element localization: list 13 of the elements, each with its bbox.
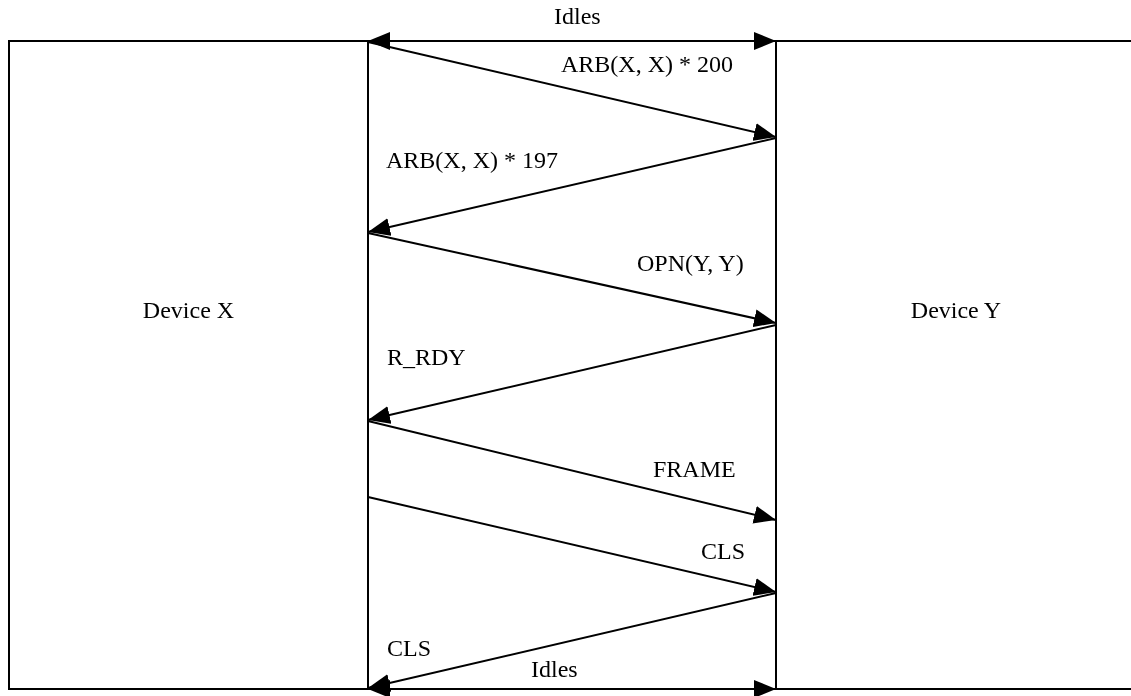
arrow xyxy=(367,41,777,141)
arrow xyxy=(367,496,777,596)
arrow xyxy=(367,232,777,328)
arrow xyxy=(367,592,777,692)
arrow xyxy=(367,32,777,50)
device-box xyxy=(8,40,369,690)
device-label: Device X xyxy=(142,296,235,324)
arrow xyxy=(367,137,777,236)
arrow xyxy=(367,420,777,524)
arrow xyxy=(367,680,777,696)
device-box xyxy=(775,40,1131,690)
arrow xyxy=(367,324,777,424)
device-label: Device Y xyxy=(910,296,1002,324)
